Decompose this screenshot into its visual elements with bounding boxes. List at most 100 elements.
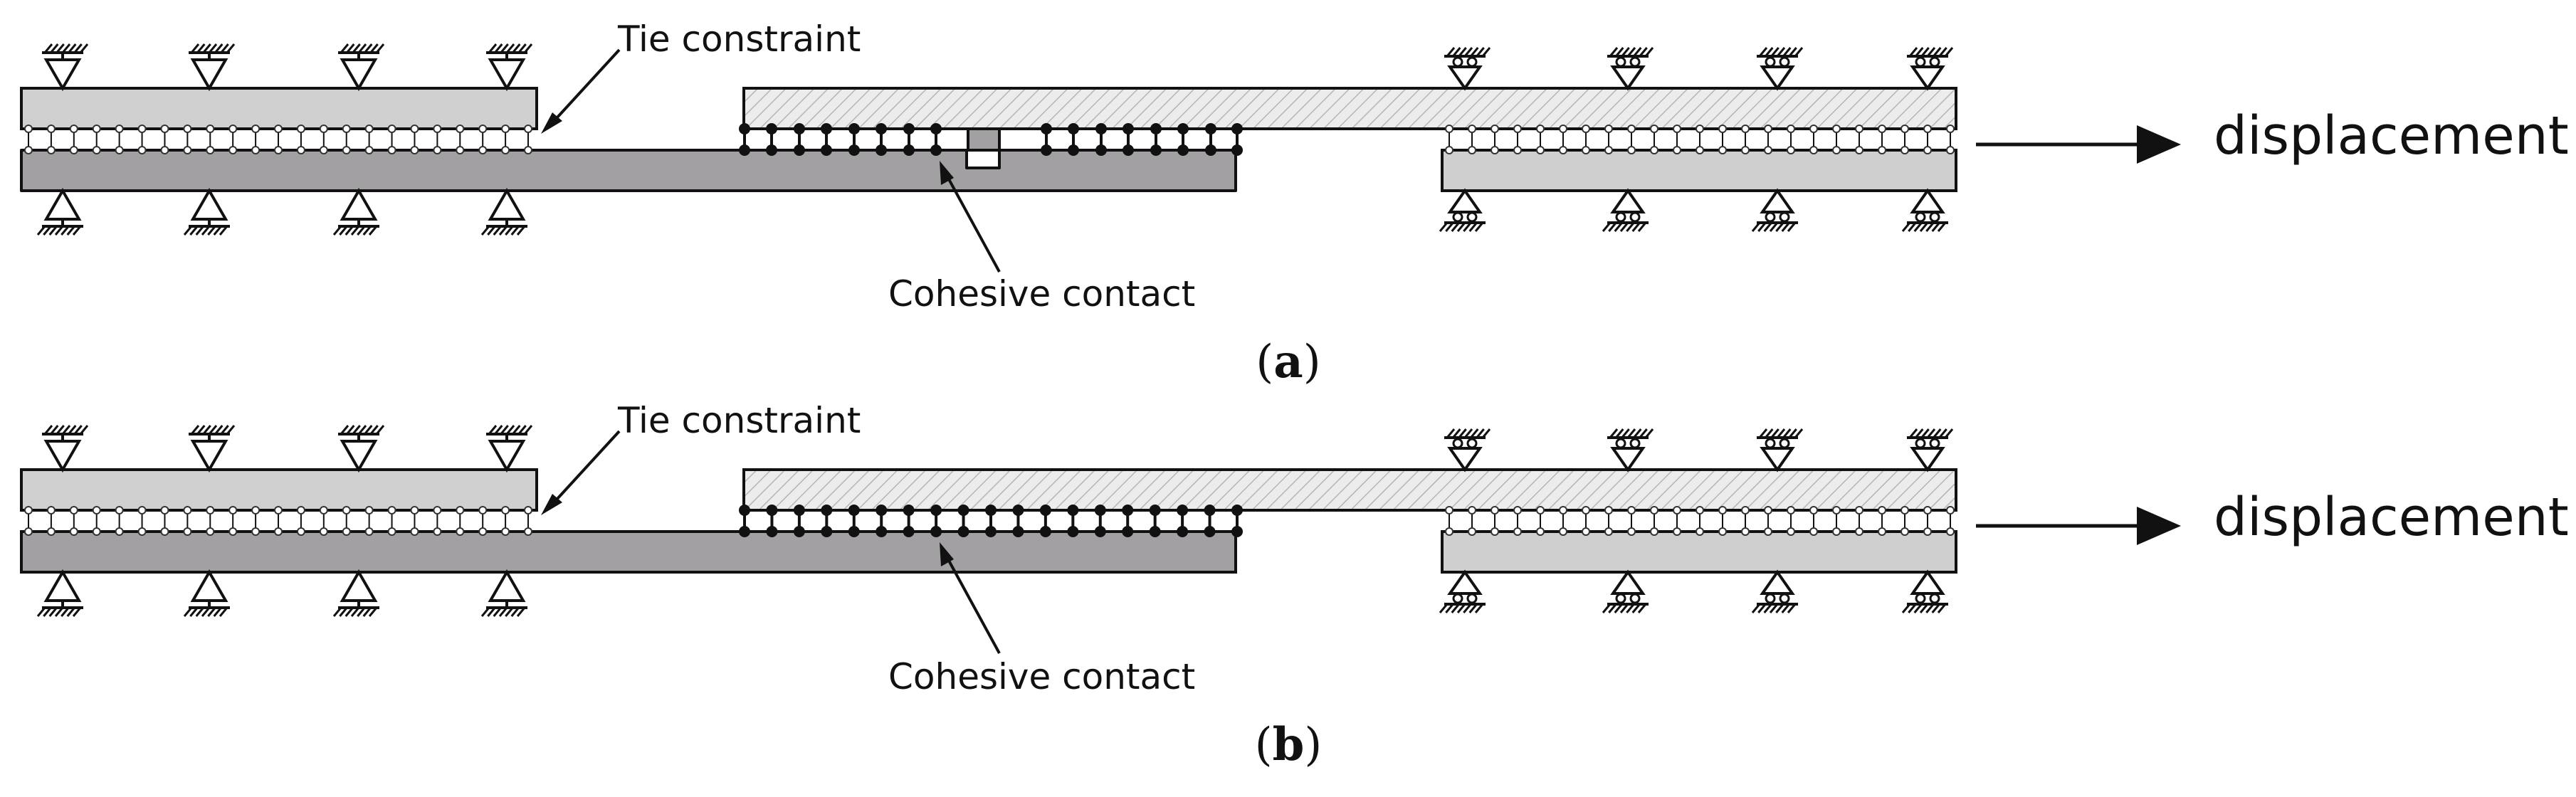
tie-node (387, 527, 396, 536)
cohesive-node (1068, 123, 1079, 134)
leader-head (541, 112, 562, 134)
roller-wheel (1915, 56, 1926, 68)
hatch-line (488, 43, 498, 53)
tie-node (1513, 527, 1522, 536)
tie-node (1901, 146, 1909, 154)
hatch-line (1751, 603, 1761, 613)
roller-wheel (1615, 593, 1626, 604)
tie-node (274, 506, 283, 514)
hatch-line (1933, 428, 1942, 438)
roller-wheel (1466, 593, 1478, 604)
tie-node (319, 125, 328, 133)
cohesive-node (1094, 505, 1106, 516)
hatch-line (207, 226, 216, 236)
cohesive-node (821, 123, 832, 134)
roller-support-icon (1757, 428, 1804, 473)
hatch-line (1614, 603, 1623, 613)
hatch-line (493, 226, 502, 236)
hatch-line (1456, 603, 1466, 613)
support-triangle (1447, 65, 1483, 91)
pin-support-icon (338, 425, 385, 473)
cohesive-node (1039, 526, 1051, 537)
hatch-line (357, 43, 367, 53)
top-left-plate (20, 468, 538, 512)
ground-hatch (183, 606, 230, 617)
roller-wheel (1929, 56, 1940, 68)
tie-constraint-springs (1445, 125, 1955, 154)
pin-support-icon (42, 43, 89, 92)
roller-wheel (1765, 211, 1776, 223)
hatch-line (1470, 47, 1479, 57)
hatch-line (214, 425, 224, 435)
roller-wheel (1466, 438, 1478, 449)
ground-hatch (1901, 603, 1948, 613)
tie-node (46, 527, 56, 536)
cohesive-node (766, 123, 777, 134)
tie-node (478, 125, 488, 133)
hatch-line (1763, 603, 1772, 613)
cohesive-node (957, 505, 969, 516)
roller-wheel (1452, 593, 1463, 604)
tie-node (319, 527, 328, 536)
tie-node (1445, 146, 1453, 154)
tie-node (228, 146, 238, 154)
hatch-line (183, 607, 193, 617)
hatch-line (1776, 428, 1786, 438)
tie-node (478, 146, 488, 154)
hatch-line (1770, 428, 1779, 438)
tie-node (274, 125, 283, 133)
hatch-line (1463, 222, 1472, 232)
tie-node (524, 506, 532, 514)
cohesive-node (821, 526, 833, 537)
hatch-line (1456, 222, 1466, 232)
hatch-line (1468, 603, 1478, 613)
cohesive-node (848, 123, 860, 134)
hatch-line (368, 226, 378, 236)
tie-node (1491, 146, 1499, 154)
pin-support-icon (332, 187, 379, 236)
hatch-line (352, 43, 361, 53)
cohesive-node (1149, 505, 1161, 516)
hatch-line (213, 607, 222, 617)
tie-node (1832, 125, 1841, 133)
tie-node (410, 506, 419, 514)
tie-node (69, 125, 78, 133)
cohesive-node (903, 505, 915, 516)
hatch-line (50, 43, 59, 53)
hatch-line (1769, 603, 1779, 613)
hatch-line (183, 226, 193, 236)
tie-node (1809, 125, 1818, 133)
hatch-line (66, 607, 75, 617)
panel-a-geometry (20, 43, 2181, 273)
hatch-line (369, 425, 379, 435)
tie-node (228, 125, 238, 133)
hatch-line (1633, 428, 1642, 438)
tie-node (206, 527, 215, 536)
hatched-top-plate (742, 87, 1957, 130)
tie-node (92, 146, 101, 154)
tie-node (1741, 125, 1750, 133)
tie-node (1832, 146, 1841, 154)
hatch-line (494, 425, 503, 435)
ground-hatch (332, 225, 379, 236)
hatch-line (68, 425, 77, 435)
hatch-line (1787, 603, 1797, 613)
roller-wheel (1452, 56, 1463, 68)
hatch-line (1476, 47, 1485, 57)
hatch-line (350, 607, 360, 617)
hatch-line (517, 43, 527, 53)
panel-caption: (b) (1255, 718, 1323, 771)
hatch-line (1451, 603, 1460, 613)
hatch-line (516, 226, 526, 236)
pin-support-icon (189, 425, 236, 473)
hatch-line (1619, 603, 1629, 613)
tie-node (206, 146, 215, 154)
tie-constraint-label: Tie constraint (617, 400, 861, 441)
hatch-line (362, 607, 372, 617)
leader-line (555, 48, 621, 120)
roller-wheel (1915, 438, 1926, 449)
hatch-line (1781, 222, 1790, 232)
pin-support-icon (42, 425, 89, 473)
hatch-line (1788, 47, 1797, 57)
hatch-line (523, 43, 533, 53)
